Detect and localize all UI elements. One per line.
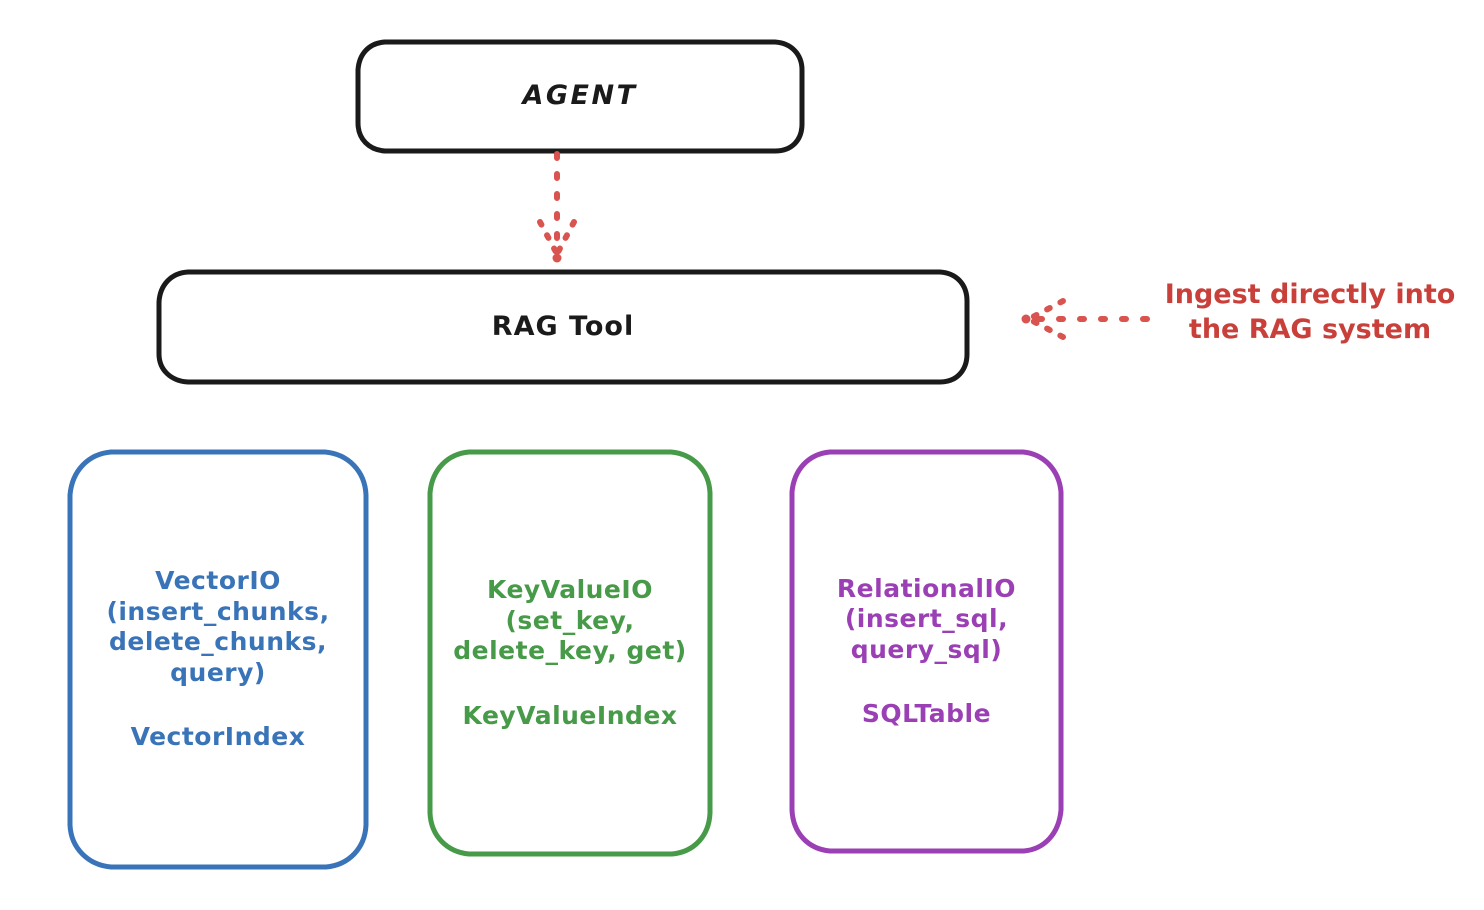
dotted-arrow-agent-to-rag-tool [537,151,577,263]
node-key-value-io-api-label: KeyValueIO (set_key, delete_key, get) [453,575,687,665]
annotation-ingest-label: Ingest directly into the RAG system [1164,279,1456,346]
node-vector-io-api-label: VectorIO (insert_chunks, delete_chunks, … [106,566,330,687]
node-relational-io-index-label: SQLTable [861,699,992,728]
node-agent-label: AGENT [522,80,638,112]
node-key-value-io-index-label: KeyValueIndex [462,700,678,730]
node-vector-io[interactable]: VectorIO (insert_chunks, delete_chunks, … [67,449,369,870]
node-rag-tool[interactable]: RAG Tool [156,269,970,385]
node-key-value-io[interactable]: KeyValueIO (set_key, delete_key, get) Ke… [427,449,713,857]
node-agent[interactable]: AGENT [355,39,805,154]
node-relational-io[interactable]: RelationalIO (insert_sql, query_sql) SQL… [789,449,1064,854]
node-rag-tool-label: RAG Tool [491,310,635,342]
node-vector-io-index-label: VectorIndex [130,722,306,752]
dotted-arrow-ingest-to-rag-tool [1021,298,1150,340]
node-relational-io-api-label: RelationalIO (insert_sql, query_sql) [836,573,1017,664]
